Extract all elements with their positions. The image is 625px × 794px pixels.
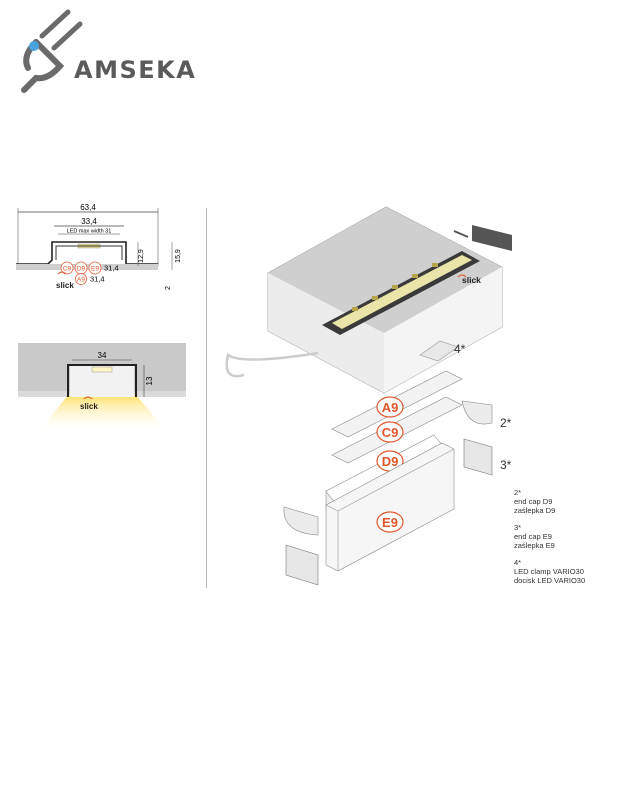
label-e9-exploded: E9 (382, 515, 398, 530)
brand-logo: AMSEKA (8, 6, 198, 98)
dim-c: 31,4 (104, 264, 119, 273)
legend-item: 4* LED clamp VARIO30 docisk LED VARIO30 (514, 558, 585, 585)
label-c9-exploded: C9 (382, 425, 399, 440)
ceiling-height: 13 (145, 376, 154, 385)
dim-depth: 2 (165, 286, 172, 290)
legend-pl: docisk LED VARIO30 (514, 576, 586, 585)
dim-total: 63,4 (80, 204, 96, 212)
legend-item: 3* end cap E9 zaślepka E9 (514, 523, 585, 550)
legend-num: 4* (514, 558, 522, 567)
dim-a: 31,4 (90, 275, 105, 284)
ceiling-mount-illustration: 34 13 slick (18, 343, 186, 433)
dim-h2: 15,9 (175, 249, 182, 263)
brand-name: AMSEKA (74, 56, 197, 84)
legend-pl: zaślepka E9 (514, 541, 555, 550)
legend-en: end cap D9 (514, 497, 553, 506)
label-3: 3* (500, 458, 512, 472)
divider (206, 208, 207, 588)
exploded-slick: slick (462, 275, 481, 285)
dim-inner: 33,4 (81, 217, 97, 226)
label-4: 4* (454, 342, 466, 356)
legend-num: 2* (514, 488, 522, 497)
plug-icon (21, 9, 83, 93)
parts-legend: 2* end cap D9 zaślepka D9 3* end cap E9 … (514, 488, 585, 593)
legend-item: 2* end cap D9 zaślepka D9 (514, 488, 585, 515)
legend-en: LED clamp VARIO30 (514, 567, 584, 576)
legend-en: end cap E9 (514, 532, 552, 541)
dim-led: LED max width 31 (67, 229, 112, 235)
exploded-view: slick 4* A9 C9 D9 E9 2* 3* (225, 206, 512, 586)
ceiling-slick: slick (80, 402, 98, 411)
label-e9: E9 (91, 266, 99, 273)
label-a9: A9 (77, 277, 85, 284)
label-a9-exploded: A9 (382, 400, 399, 415)
dim-h1: 12,9 (138, 249, 145, 263)
accent-dot (29, 41, 39, 51)
ceiling-width: 34 (98, 351, 107, 360)
legend-pl: zaślepka D9 (514, 506, 556, 515)
legend-num: 3* (514, 523, 522, 532)
label-d9-exploded: D9 (382, 454, 399, 469)
label-d9: D9 (77, 266, 86, 273)
slick-label: slick (56, 281, 74, 290)
label-c9: C9 (63, 266, 72, 273)
label-2: 2* (500, 416, 512, 430)
profile-cross-section: 63,4 33,4 LED max width 31 12,9 15,9 2 C… (16, 204, 182, 290)
